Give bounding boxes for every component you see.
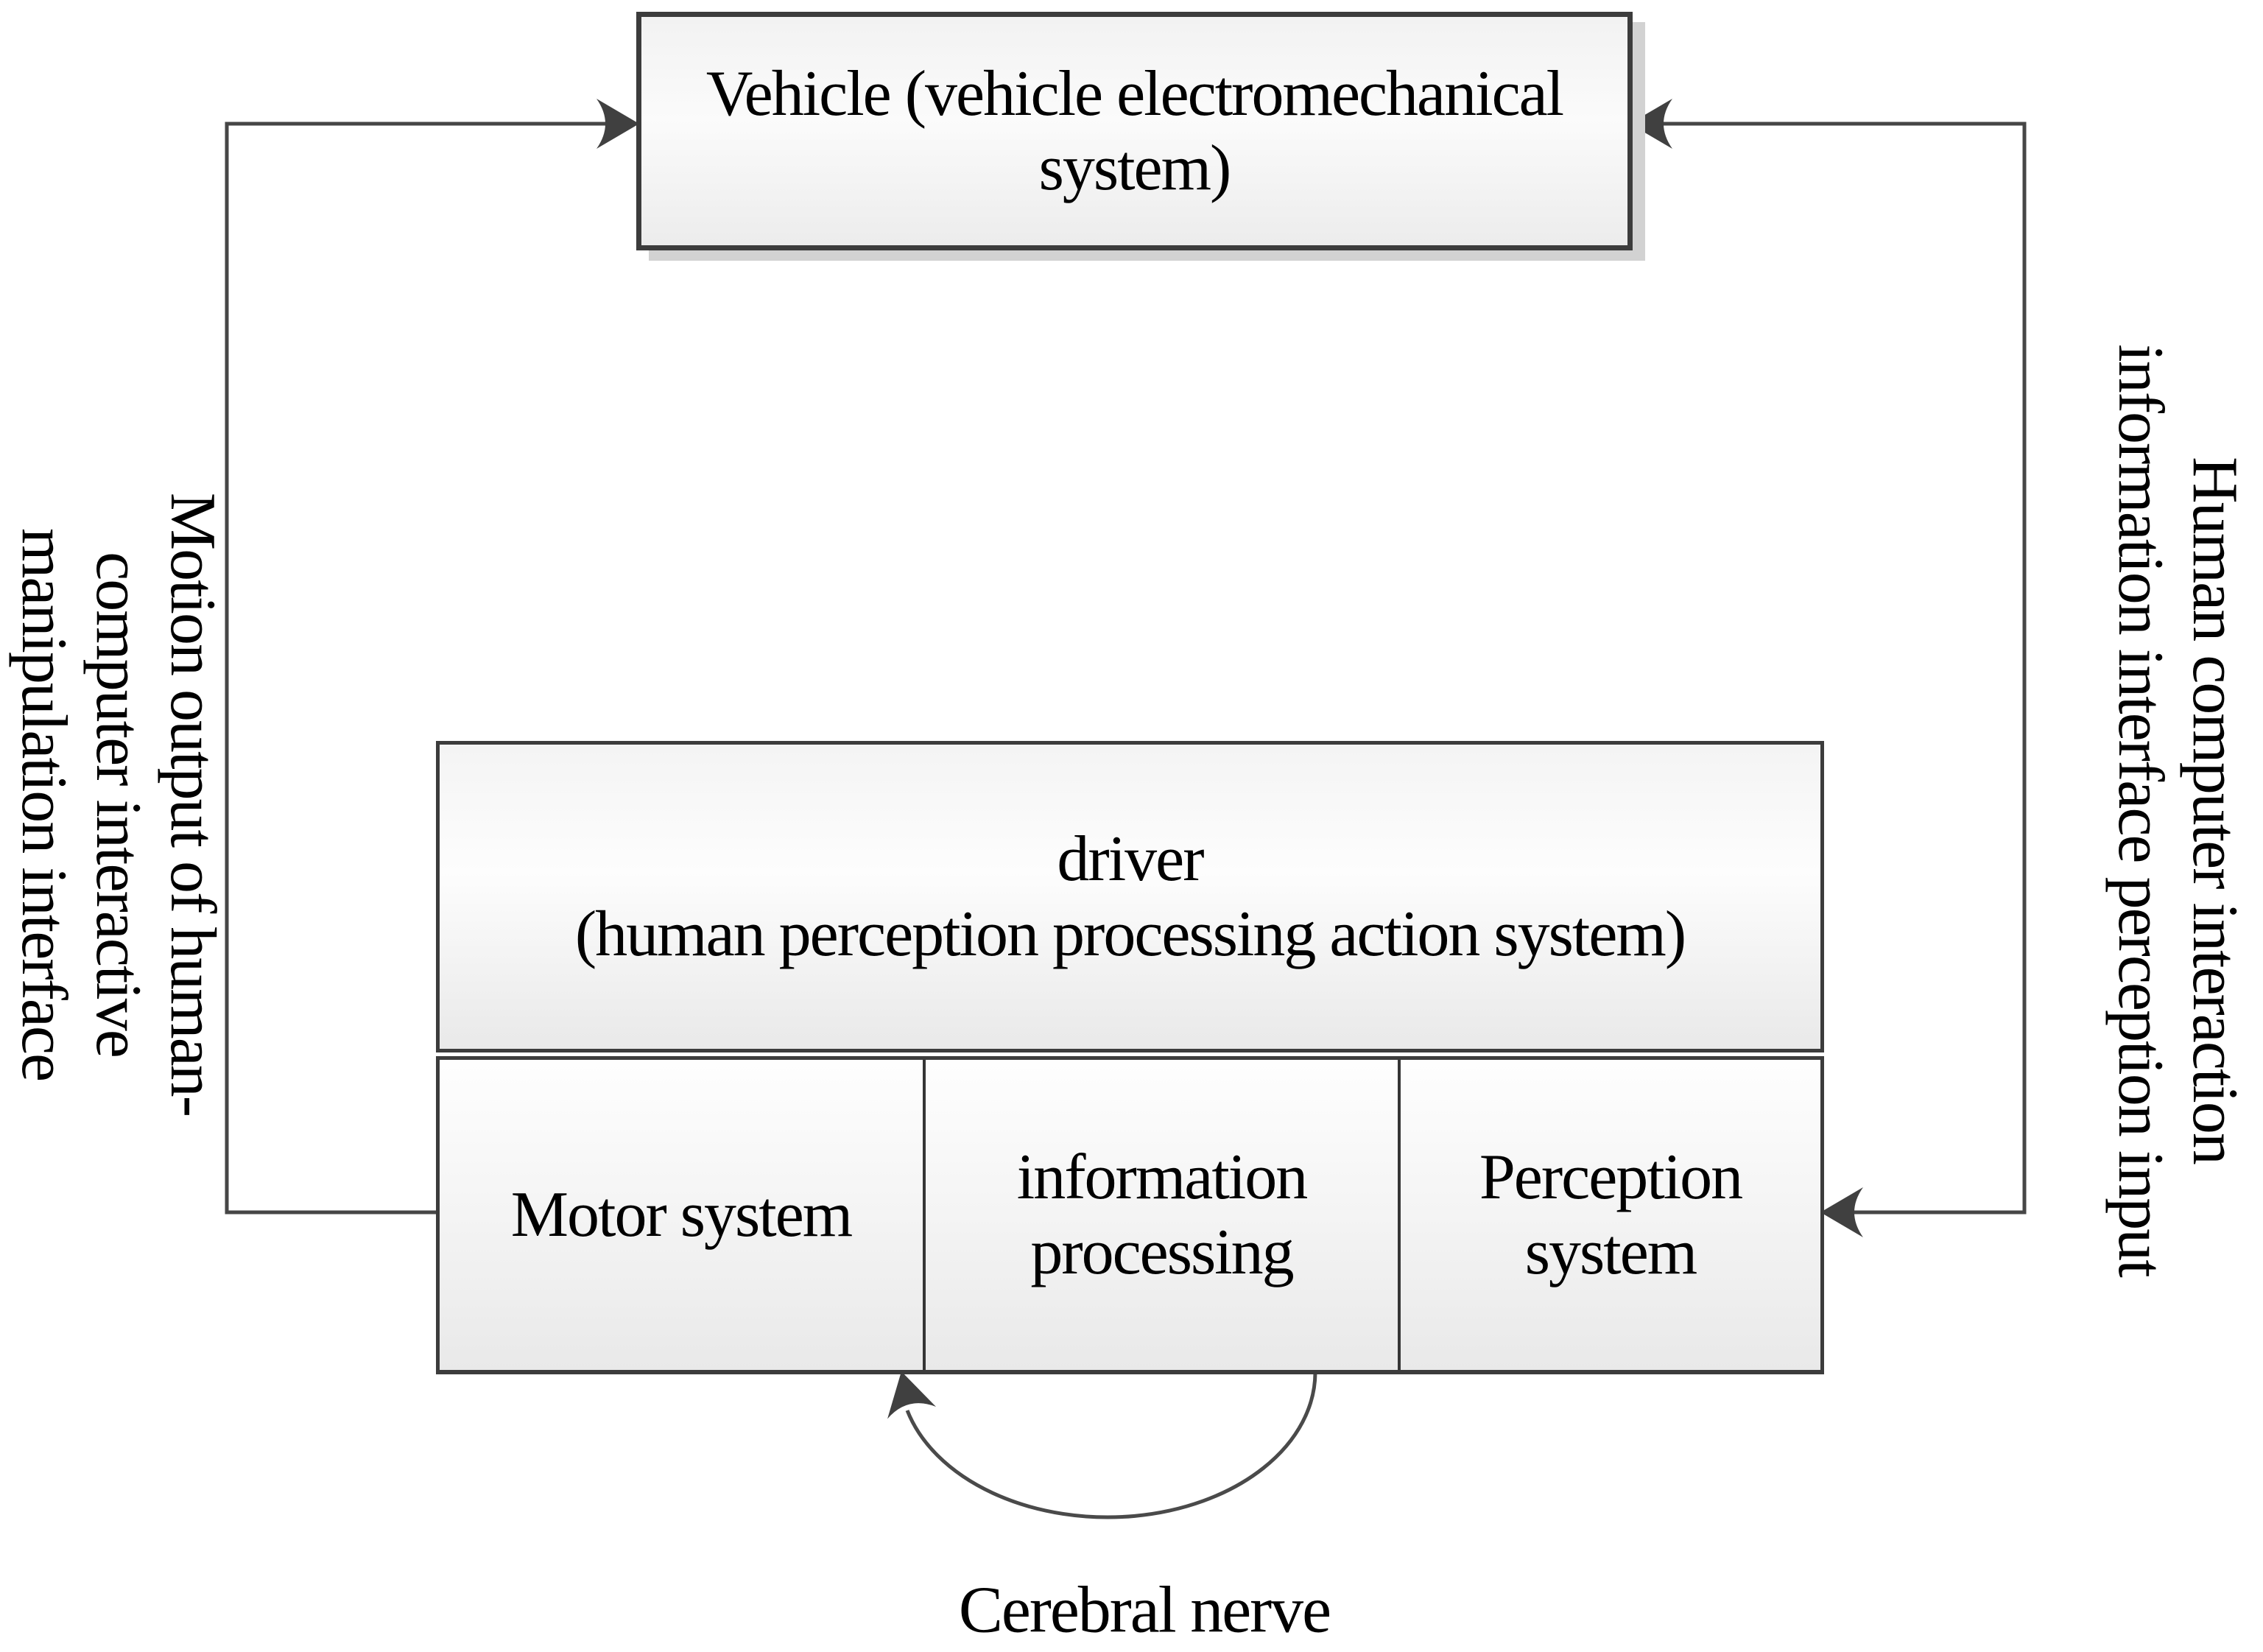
driver-box-label: driver (human perception processing acti… [574,823,1686,970]
vehicle-box: Vehicle (vehicle electromechanical syste… [636,12,1633,250]
arrowhead-into-vehicle-left-icon [596,99,639,149]
motor-system-label: Motor system [510,1178,853,1251]
perception-system-label: Perception system [1479,1142,1743,1288]
perception-system-box: Perception system [1401,1060,1820,1370]
motor-system-box: Motor system [440,1060,926,1370]
vehicle-box-label: Vehicle (vehicle electromechanical syste… [705,57,1564,204]
arrowhead-into-perception-icon [1820,1187,1863,1237]
driver-box: driver (human perception processing acti… [436,741,1824,1052]
driver-subsystem-row: Motor system information processing Perc… [436,1056,1824,1374]
information-processing-box: information processing [926,1060,1401,1370]
information-processing-label: information processing [1016,1142,1308,1288]
cerebral-nerve-label: Cerebral nerve [958,1573,1331,1647]
cerebral-nerve-arc [905,1372,1317,1519]
arrowhead-into-vehicle-right-icon [1630,99,1672,149]
perception-input-edge-label: Human computer interaction information i… [2105,344,2251,1276]
motion-output-edge-label: Motion output of human- computer interac… [7,492,228,1117]
